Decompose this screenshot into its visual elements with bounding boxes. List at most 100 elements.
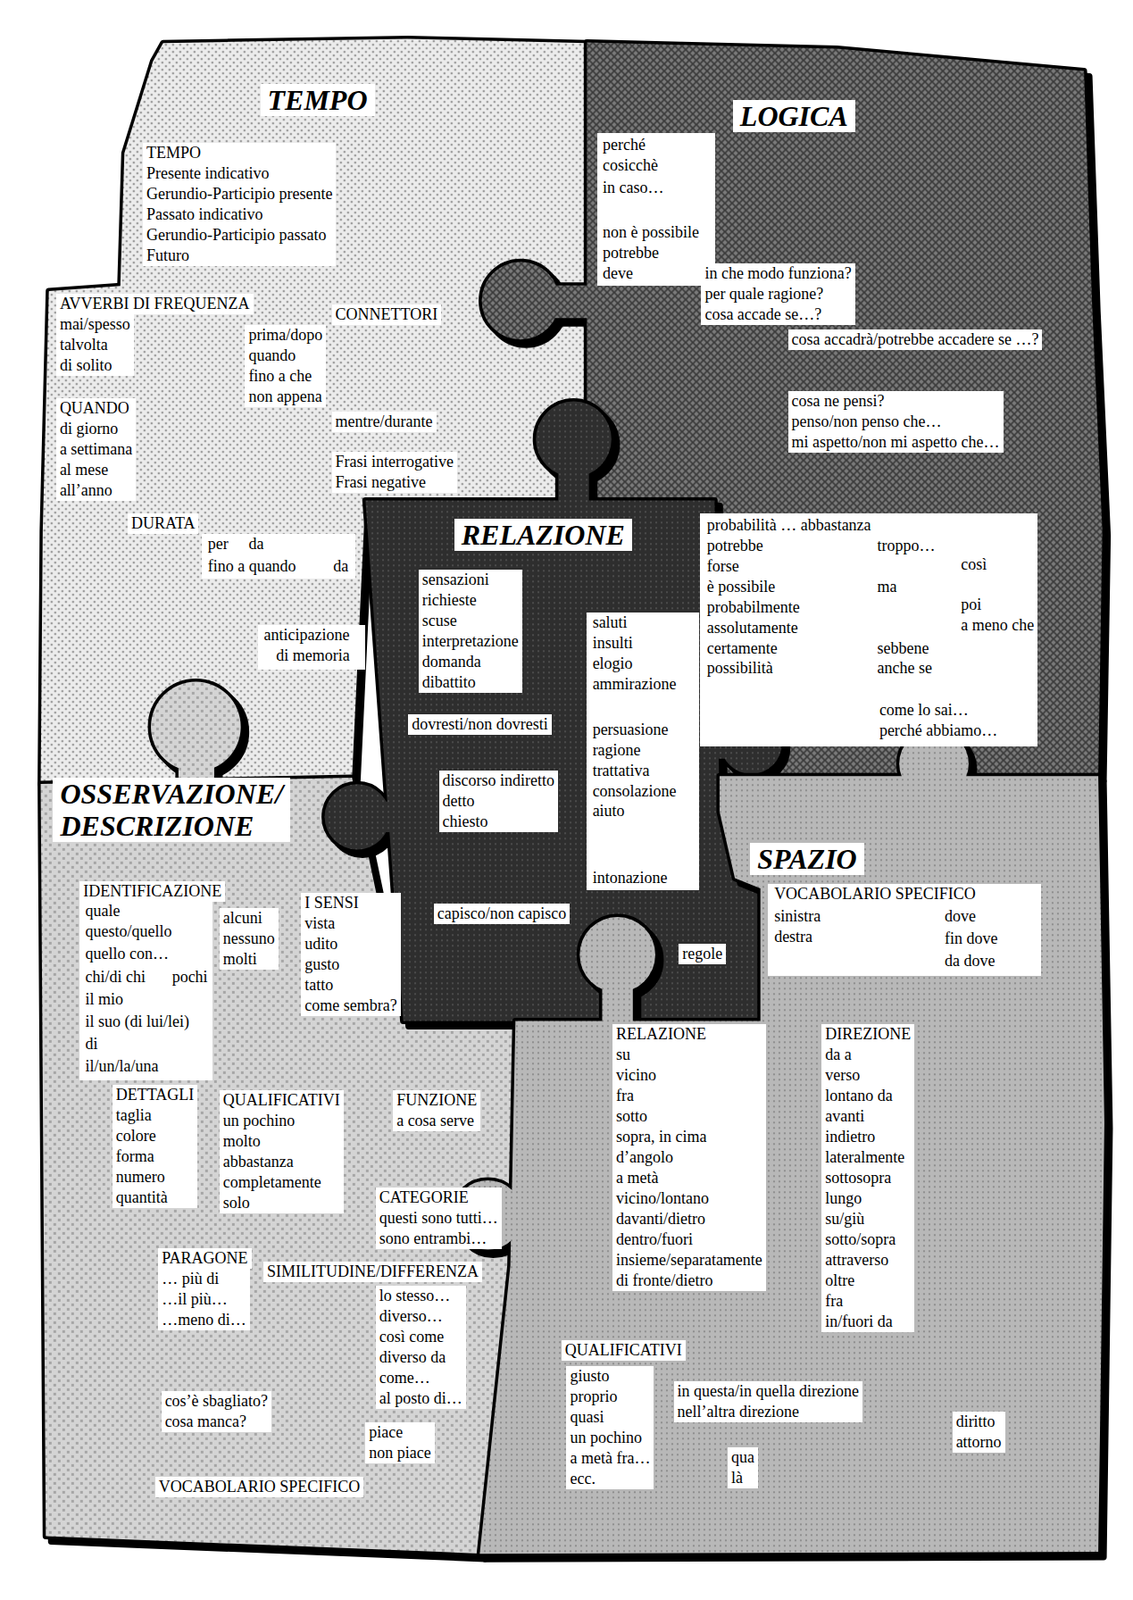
text-box: I SENSIvistauditogustotattocome sembra? <box>300 892 400 1017</box>
list-item: solo <box>223 1192 341 1214</box>
text-box: CATEGORIEquesti sono tutti…sono entrambi… <box>375 1187 502 1250</box>
text-slot: consolazione <box>592 781 677 802</box>
list-item: cos’è sbagliato? <box>165 1391 268 1412</box>
piece-body <box>41 38 588 784</box>
text-slot: pochi <box>172 966 209 988</box>
text-box: VOCABOLARIO SPECIFICO <box>155 1476 365 1498</box>
list-item: udito <box>304 933 397 955</box>
list-item: penso/non penso che… <box>791 411 1000 433</box>
text-slot: potrebbe <box>602 242 659 264</box>
piece-outline <box>41 682 517 1554</box>
text-box: cos’è sbagliato?cosa manca? <box>161 1391 272 1433</box>
piece-title-box: RELAZIONE <box>454 518 633 551</box>
list-item: per <box>208 533 229 555</box>
text-slot: non è possibile <box>602 222 700 243</box>
list-item: per quale ragione? <box>704 283 851 305</box>
text-slot: ragione <box>592 740 642 761</box>
text-slot: il/un/la/una <box>84 1056 159 1077</box>
list-item: all’anno <box>59 480 133 501</box>
list-item: possibilità <box>707 658 774 679</box>
list-item: DURATA <box>131 513 196 534</box>
list-item: in caso… <box>602 177 664 199</box>
list-item: …meno di… <box>161 1309 247 1331</box>
text-box: giustoproprioquasiun pochinoa metà fra…e… <box>566 1366 654 1490</box>
text-slot: di memoria <box>275 645 350 667</box>
list-item: anche se <box>877 658 933 679</box>
list-item: Frasi negative <box>335 472 454 493</box>
list-item: fra <box>616 1085 763 1107</box>
text-slot: il suo (di lui/lei) <box>84 1011 190 1033</box>
list-item: di memoria <box>275 645 350 667</box>
knob-neck <box>546 285 592 319</box>
piece-body <box>479 775 1105 1554</box>
text-slot: perché <box>602 134 646 156</box>
list-item: deve <box>602 263 634 284</box>
text-slot: saluti <box>592 612 628 634</box>
list-item: ragione <box>592 740 642 761</box>
text-box: piacenon piace <box>365 1422 434 1464</box>
list-item: numero <box>116 1166 195 1188</box>
list-item: lungo <box>824 1188 911 1209</box>
text-box: regole <box>678 943 726 965</box>
text-slot: destra <box>774 926 813 948</box>
text-box: RELAZIONEsuvicinofrasottosopra, in cimad… <box>612 1024 767 1292</box>
text-slot: quello con… <box>84 943 168 965</box>
piece-title-box: OSSERVAZIONE/ DESCRIZIONE <box>52 777 291 842</box>
text-box: sensazionirichiestescuseinterpretazioned… <box>418 569 523 693</box>
list-item: domanda <box>422 651 519 673</box>
list-item: a settimana <box>59 439 133 460</box>
list-item: quantità <box>116 1187 195 1208</box>
list-item: certamente <box>707 638 778 659</box>
list-item: RELAZIONE <box>616 1024 763 1045</box>
text-slot: da <box>333 556 349 577</box>
text-slot: troppo… <box>877 535 936 557</box>
piece-body <box>41 777 517 1554</box>
list-item: assolutamente <box>707 617 799 639</box>
list-item: cosa manca? <box>165 1411 268 1433</box>
text-box: in questa/in quella direzionenell’altra … <box>674 1381 863 1423</box>
list-item: insieme/separatamente <box>616 1249 763 1271</box>
list-item: là <box>731 1467 755 1489</box>
knob-neck <box>369 800 400 832</box>
list-item: sotto <box>616 1106 763 1127</box>
list-item: abbastanza <box>223 1151 341 1173</box>
knob-neck <box>709 727 736 759</box>
list-item: alcuni <box>223 908 275 929</box>
list-item: di fronte/dietro <box>616 1270 763 1292</box>
list-item: poi <box>960 594 982 616</box>
list-item: come… <box>379 1367 463 1389</box>
text-box: alcuninessunomolti <box>219 908 279 970</box>
list-item: scuse <box>422 610 519 632</box>
list-item: Gerundio-Participio passato <box>146 224 333 246</box>
list-item: saluti <box>592 612 628 634</box>
text-slot: chi/di chi <box>84 966 145 988</box>
piece-knob <box>899 728 969 799</box>
text-slot: quale <box>84 900 120 922</box>
list-item: verso <box>824 1065 911 1086</box>
piece-knob <box>453 1180 524 1250</box>
text-slot: sebbene <box>877 638 930 659</box>
list-item: attraverso <box>824 1249 911 1271</box>
list-item: sotto/sopra <box>824 1229 911 1250</box>
text-box: dovresti/non dovresti <box>408 714 551 735</box>
knob-neck <box>498 1199 521 1230</box>
text-box: prima/dopoquandofino a chenon appena <box>244 324 326 408</box>
list-item: VOCABOLARIO SPECIFICO <box>158 1476 361 1498</box>
list-item: intonazione <box>592 867 668 889</box>
text-box: DURATA <box>127 513 200 534</box>
list-item: in/fuori da <box>824 1311 911 1333</box>
text-box: cosa accadrà/potrebbe accadere se …? <box>788 329 1043 350</box>
text-slot: certamente <box>707 638 778 659</box>
text-slot: così <box>960 554 987 575</box>
piece-title: SPAZIO <box>757 842 857 875</box>
list-item: CONNETTORI <box>335 304 439 325</box>
list-item: CATEGORIE <box>379 1187 499 1208</box>
piece-knob <box>720 712 783 775</box>
list-item: ecc. <box>569 1468 650 1490</box>
piece-body <box>479 775 1105 1554</box>
list-item: aiuto <box>592 800 625 822</box>
list-item: indietro <box>824 1126 911 1148</box>
list-item: pochi <box>172 966 209 988</box>
list-item: DETTAGLI <box>116 1084 195 1106</box>
